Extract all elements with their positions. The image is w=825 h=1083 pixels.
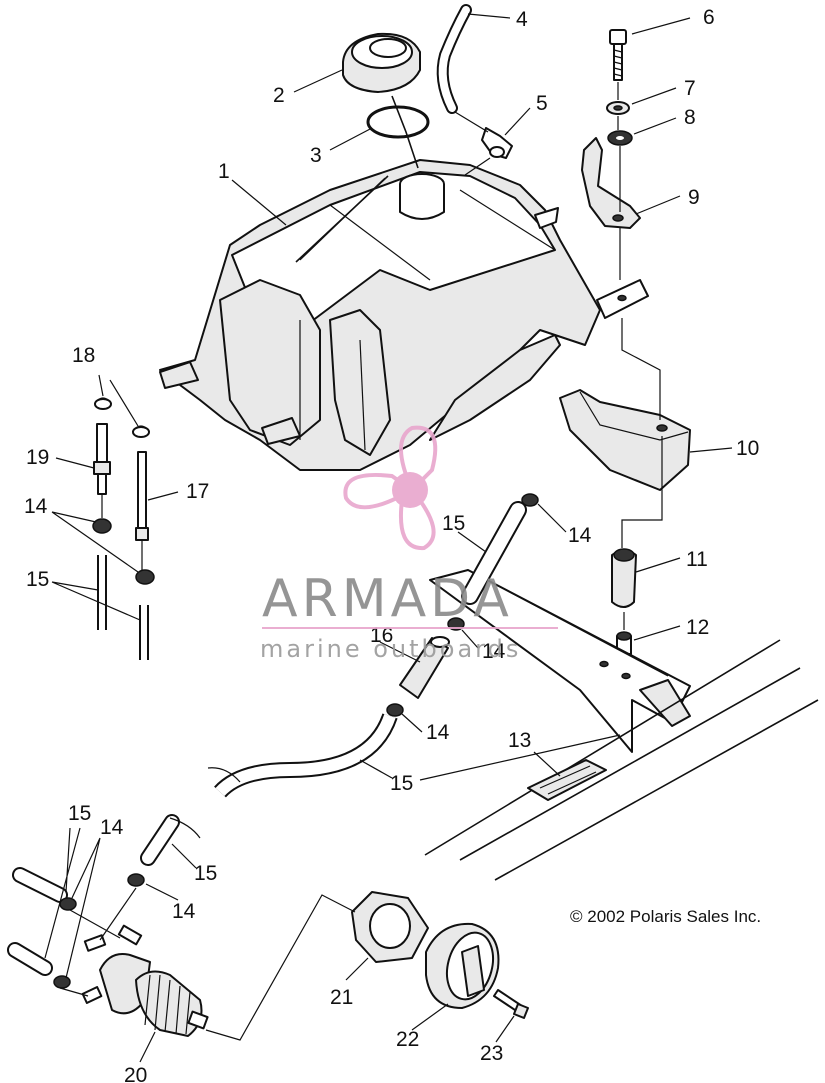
callout-22: 22: [396, 1028, 419, 1051]
watermark-brand: ARMADA: [262, 569, 513, 629]
callout-15-c: 15: [390, 772, 413, 795]
callout-16: 16: [370, 624, 393, 647]
vent-fitting: [481, 127, 513, 159]
callout-11: 11: [686, 548, 708, 571]
callout-7: 7: [684, 77, 696, 100]
o-ring: [366, 105, 430, 139]
callout-14-d: 14: [426, 721, 450, 744]
callout-8: 8: [684, 106, 696, 129]
callout-23: 23: [480, 1042, 503, 1065]
leader-lines: [44, 13, 733, 1063]
vent-hose: [436, 4, 472, 114]
callout-labels: 1 2 3 4 5 6 7 8 9 10 11 12 13 14 14 14 1…: [24, 6, 759, 1083]
callout-21: 21: [330, 986, 353, 1009]
clamp-14-left: [92, 518, 155, 585]
callout-14-e: 14: [100, 816, 124, 839]
callout-15-e: 15: [194, 862, 217, 885]
nut: [351, 891, 429, 963]
washer-8: [607, 130, 633, 146]
fuel-cap: [342, 32, 421, 93]
washer-7: [606, 101, 630, 115]
callout-5: 5: [536, 92, 548, 115]
left-fuel-line-group: [92, 397, 155, 660]
mount-block: [559, 389, 691, 491]
watermark: ARMADA marine outboards: [260, 425, 558, 663]
bracket: [581, 137, 641, 229]
screw: [493, 989, 529, 1019]
callout-15-b: 15: [442, 512, 465, 535]
callout-3: 3: [310, 144, 322, 167]
watermark-tagline: marine outboards: [260, 635, 521, 663]
propeller-logo: [343, 425, 438, 551]
clip-18b: [132, 425, 150, 438]
callout-14-f: 14: [172, 900, 196, 923]
callout-15-a: 15: [26, 568, 49, 591]
callout-14-a: 14: [24, 495, 48, 518]
plug: [425, 922, 500, 1009]
tube-17: [135, 451, 149, 541]
frame-rail: [419, 569, 819, 881]
callout-20: 20: [124, 1064, 147, 1083]
fuel-filter: [399, 636, 450, 699]
clip-18a: [94, 397, 112, 410]
callout-18: 18: [72, 344, 95, 367]
callout-1: 1: [218, 160, 230, 183]
decal: [527, 759, 607, 801]
copyright-notice: © 2002 Polaris Sales Inc.: [570, 907, 761, 926]
callout-14-b: 14: [568, 524, 592, 547]
callout-15-d: 15: [68, 802, 91, 825]
fuel-pump: [81, 924, 209, 1037]
callout-9: 9: [688, 186, 700, 209]
hose-15-lower: [207, 713, 398, 798]
callout-2: 2: [273, 84, 285, 107]
hose-15-center: [461, 501, 527, 605]
callout-6: 6: [703, 6, 715, 29]
callout-14-c: 14: [482, 640, 506, 663]
callout-19: 19: [26, 446, 49, 469]
fuel-pump-group: [7, 814, 209, 1037]
callout-17: 17: [186, 480, 209, 503]
spacer: [611, 548, 637, 608]
callout-10: 10: [736, 437, 759, 460]
bolt: [609, 29, 627, 81]
callout-4: 4: [516, 8, 528, 31]
fuel-tank: [159, 159, 649, 471]
callout-13: 13: [508, 729, 531, 752]
fitting-19: [93, 423, 111, 495]
hose-15-left: [97, 555, 149, 660]
callout-12: 12: [686, 616, 709, 639]
